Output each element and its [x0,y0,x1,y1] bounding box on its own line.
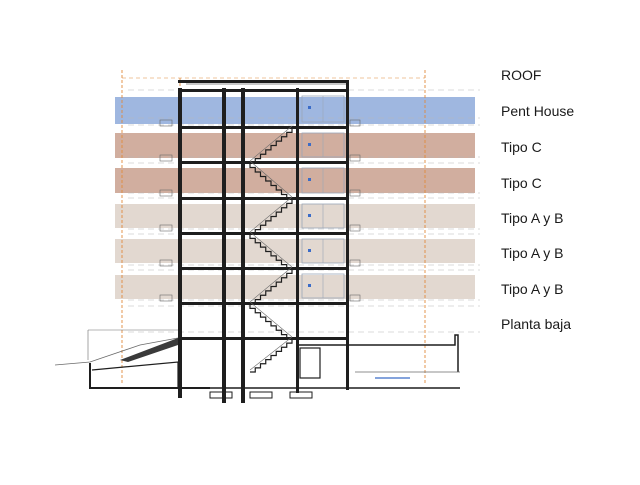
stair-flight-1 [249,163,292,200]
floor-slab-5 [178,267,348,270]
staircase [249,125,293,373]
window-marker-3 [308,214,311,217]
level-label-roof: ROOF [501,67,542,83]
stair-rail-6 [249,336,293,371]
stair-flight-4 [250,269,293,305]
balcony-rail-4 [159,259,173,267]
stair-flight-0 [250,128,293,164]
balcony-rail-right-3 [349,224,361,232]
stair-flight-6 [250,339,293,373]
stair-rail-5 [249,301,293,338]
floor-band-1 [115,97,475,124]
window-marker-5 [308,284,311,287]
level-label-tipo-ab-2: Tipo A y B [501,245,564,261]
floor-band-2 [115,133,475,158]
floor-slab-1 [178,126,348,129]
floor-slab-7 [178,337,348,340]
balcony-rail-right-4 [349,259,361,267]
balcony-rail-1 [159,154,173,162]
balcony-rail-right-0 [349,119,361,127]
column-1 [222,88,226,403]
floor-slab-6 [178,302,348,305]
window-marker-4 [308,249,311,252]
column-2 [241,88,245,403]
stair-rail-1 [249,160,293,198]
footing-0 [209,391,233,399]
ground-canopy-right [296,334,459,372]
balcony-rail-right-5 [349,294,361,302]
floor-band-4 [115,204,475,228]
ground-room [299,347,321,379]
balcony-rail-right-1 [349,154,361,162]
balcony-rail-0 [159,119,173,127]
level-label-tipo-c-2: Tipo C [501,175,542,191]
stair-flight-3 [249,234,292,270]
floor-band-6 [115,275,475,299]
floor-band-3 [115,168,475,193]
stair-rail-4 [249,266,293,303]
balcony-rail-2 [159,189,173,197]
roof-slab [178,80,349,83]
level-label-tipo-ab-1: Tipo A y B [501,210,564,226]
level-label-pent-house: Pent House [501,103,575,119]
window-marker-1 [308,143,311,146]
column-3 [296,88,299,393]
balcony-rail-5 [159,294,173,302]
floor-slab-3 [178,197,348,200]
level-label-planta-baja: Planta baja [501,316,572,332]
window-frames [301,95,345,299]
stair-rail-2 [249,196,293,233]
level-label-tipo-c-1: Tipo C [501,139,542,155]
balcony-rail-3 [159,224,173,232]
floor-slab-2 [178,161,348,164]
stair-rail-0 [249,125,293,162]
footing-2 [289,391,313,399]
floor-slab-0 [178,89,348,92]
entry-stair [120,338,178,362]
column-4 [346,80,349,390]
column-0 [178,88,182,398]
floor-band-5 [115,239,475,263]
basement-wall-left [89,363,210,389]
balcony-rail-right-2 [349,189,361,197]
ramp-slab [91,361,179,388]
floor-slab-4 [178,232,348,235]
level-label-tipo-ab-3: Tipo A y B [501,281,564,297]
stair-rail-3 [249,231,293,268]
window-marker-2 [308,178,311,181]
terrain-line [54,337,179,366]
stair-flight-2 [250,199,293,235]
window-marker-0 [308,106,311,109]
footing-1 [249,391,273,399]
stair-flight-5 [249,304,292,340]
